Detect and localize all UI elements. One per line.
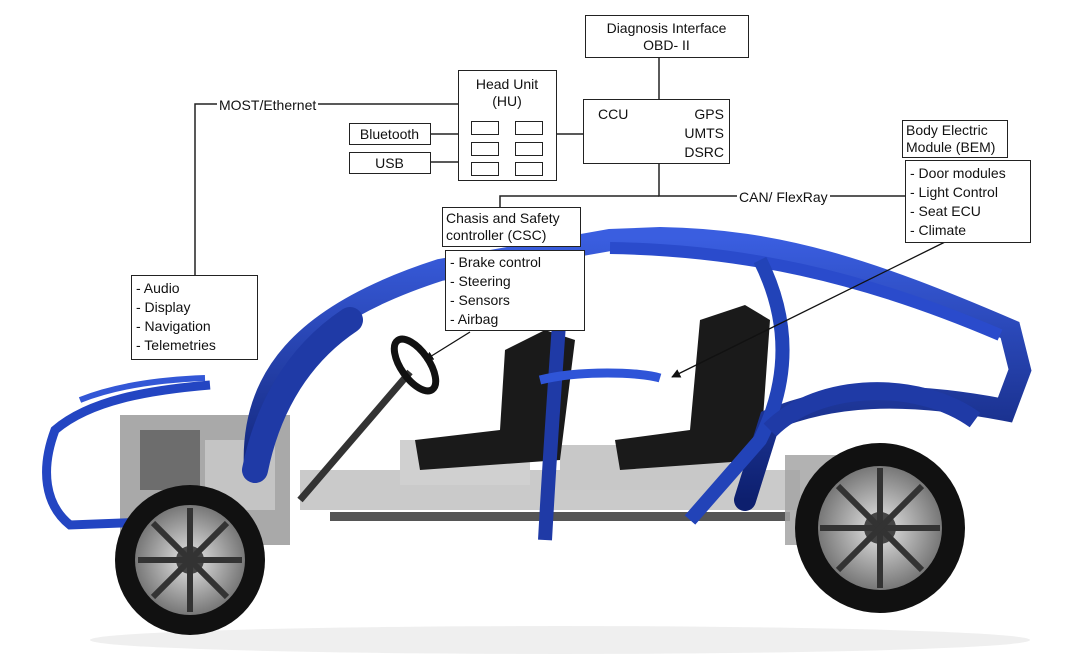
csc-subtitle: controller (CSC) — [446, 227, 547, 243]
rear-seat — [615, 305, 770, 470]
hu-port — [515, 121, 543, 135]
csc-arrow — [424, 331, 471, 361]
bem-arrow — [671, 241, 946, 378]
csc-item-brake-control: - Brake control — [450, 254, 542, 270]
usb-label: USB — [375, 155, 404, 171]
front-wheel — [115, 485, 265, 635]
info-item-display: - Display — [136, 299, 191, 315]
roof-rail — [609, 242, 1003, 341]
csc-item-sensors: - Sensors — [450, 292, 510, 308]
hu-port — [515, 162, 543, 176]
bem-item-climate: - Climate — [910, 222, 967, 238]
bem-item-light-control: - Light Control — [910, 184, 998, 200]
rear-arch — [763, 382, 981, 437]
bem-header-box: Body Electric Module (BEM) — [902, 120, 1008, 158]
csc-header-box: Chasis and Safety controller (CSC) — [442, 207, 581, 247]
ccu-label: CCU — [598, 106, 629, 122]
most-ethernet-line — [194, 103, 458, 275]
ccu-item-umts: UMTS — [684, 125, 724, 141]
diagnosis-interface-box: Diagnosis Interface OBD- II — [585, 15, 749, 58]
info-item-telemetries: - Telemetries — [136, 337, 216, 353]
bem-item-door-modules: - Door modules — [910, 165, 1006, 181]
ccu-item-dsrc: DSRC — [684, 144, 724, 160]
ccu-box: CCU GPS UMTS DSRC — [583, 99, 730, 164]
bem-subtitle: Module (BEM) — [906, 139, 996, 155]
steering-column — [297, 369, 413, 503]
infotainment-list-box: - Audio - Display - Navigation - Telemet… — [131, 275, 258, 360]
info-item-audio: - Audio — [136, 280, 180, 296]
drive-shaft — [330, 512, 790, 521]
info-item-navigation: - Navigation — [136, 318, 211, 334]
diagnosis-subtitle: OBD- II — [643, 37, 690, 53]
bluetooth-label: Bluetooth — [359, 126, 420, 142]
head-unit-subtitle: (HU) — [492, 93, 522, 109]
head-unit-box: Head Unit (HU) — [458, 70, 557, 181]
can-flexray-label: CAN/ FlexRay — [737, 189, 830, 205]
rear-wheel — [795, 443, 965, 613]
hu-port — [471, 142, 499, 156]
csc-title: Chasis and Safety — [446, 210, 560, 226]
door-loop — [538, 368, 662, 385]
most-ethernet-label: MOST/Ethernet — [217, 97, 319, 113]
hu-port — [471, 121, 499, 135]
front-seat — [415, 330, 575, 470]
csc-item-airbag: - Airbag — [450, 311, 499, 327]
csc-item-steering: - Steering — [450, 273, 511, 289]
head-unit-title: Head Unit — [475, 76, 539, 92]
usb-box: USB — [349, 152, 431, 174]
bluetooth-box: Bluetooth — [349, 123, 431, 145]
ccu-item-gps: GPS — [694, 106, 724, 122]
hu-port — [515, 142, 543, 156]
ground-shadow — [90, 626, 1030, 654]
b-pillar — [538, 309, 567, 541]
csc-list-box: - Brake control - Steering - Sensors - A… — [445, 250, 585, 331]
bem-title: Body Electric — [906, 122, 988, 138]
diagnosis-title: Diagnosis Interface — [606, 20, 727, 36]
front-fender-rail — [42, 380, 211, 530]
hu-port — [471, 162, 499, 176]
c-pillar — [684, 256, 790, 525]
front-crossbar — [242, 307, 363, 483]
bem-list-box: - Door modules - Light Control - Seat EC… — [905, 160, 1031, 243]
bem-item-seat-ecu: - Seat ECU — [910, 203, 981, 219]
